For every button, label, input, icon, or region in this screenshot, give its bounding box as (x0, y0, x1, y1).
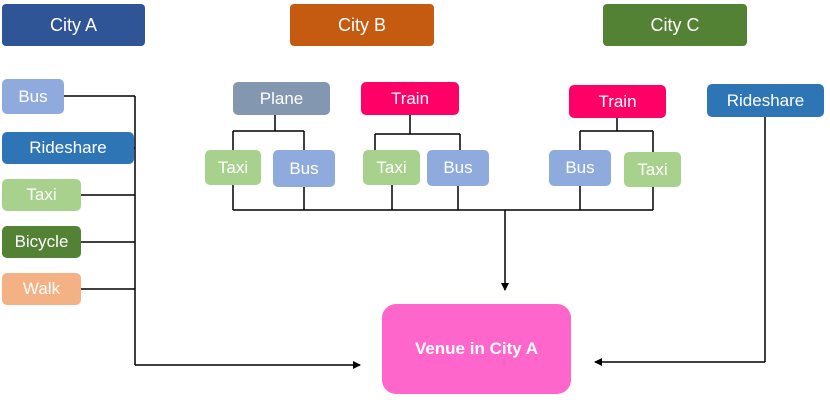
venue-box: Venue in City A (382, 304, 571, 394)
city-c-header: City C (603, 4, 747, 46)
city-c-train-taxi: Taxi (624, 152, 681, 187)
city-a-mode-taxi: Taxi (2, 179, 81, 211)
city-a-mode-rideshare: Rideshare (2, 132, 134, 164)
city-b-train-bus: Bus (427, 150, 489, 186)
city-a-mode-bicycle: Bicycle (2, 226, 81, 258)
city-b-train-taxi: Taxi (363, 150, 420, 185)
city-b-header: City B (290, 4, 434, 46)
city-c-rideshare: Rideshare (707, 84, 824, 117)
city-b-plane: Plane (233, 82, 330, 115)
city-c-train-bus: Bus (549, 150, 611, 186)
city-a-mode-walk: Walk (2, 273, 81, 305)
city-a-header: City A (2, 4, 145, 46)
city-a-mode-bus: Bus (2, 79, 64, 114)
city-b-plane-bus: Bus (273, 150, 335, 187)
city-b-train: Train (361, 82, 459, 115)
city-c-train: Train (569, 85, 666, 118)
city-b-plane-taxi: Taxi (205, 150, 261, 185)
